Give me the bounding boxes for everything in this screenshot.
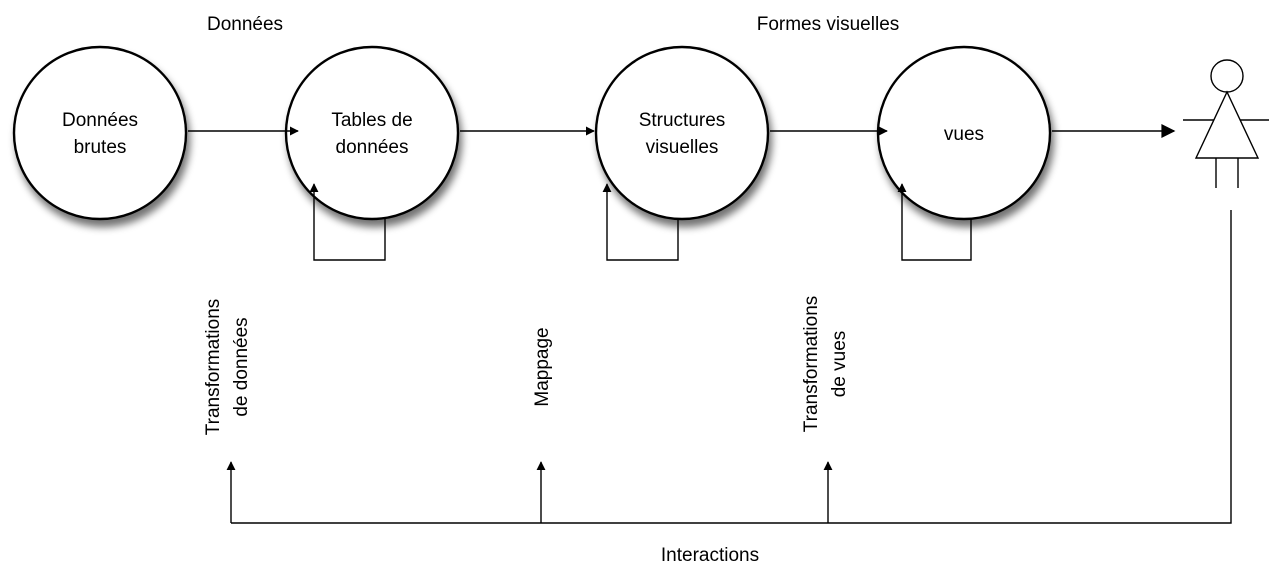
interactions-bus: [231, 210, 1232, 524]
node-visual-structures-line2: visuelles: [646, 137, 719, 158]
node-views: vues: [876, 45, 1052, 221]
label-interactions: Interactions: [661, 545, 759, 566]
label-mapping-line1: Mappage: [532, 327, 553, 406]
label-mapping: Mappage: [532, 327, 553, 406]
loop-visual-structures: [602, 183, 679, 261]
label-data-transformations: Transformations de données: [203, 299, 252, 436]
loop-data-tables: [309, 183, 386, 261]
node-data-tables: Tables de données: [284, 45, 460, 221]
heading-donnees: Données: [207, 14, 283, 35]
label-data-transformations-line1: Transformations: [203, 299, 224, 436]
label-view-transformations-line2: de vues: [829, 331, 850, 398]
user-stick-figure-icon: [1183, 59, 1269, 188]
node-data-tables-line1: Tables de: [331, 110, 412, 131]
label-data-transformations-line2: de données: [231, 317, 252, 416]
node-data-tables-line2: données: [336, 137, 409, 158]
loop-views: [897, 183, 972, 261]
heading-formes-visuelles: Formes visuelles: [757, 14, 900, 35]
node-raw-data-line1: Données: [62, 110, 138, 131]
label-view-transformations-line1: Transformations: [801, 296, 822, 433]
node-raw-data: Données brutes: [12, 45, 188, 221]
node-visual-structures-line1: Structures: [639, 110, 726, 131]
node-visual-structures: Structures visuelles: [594, 45, 770, 221]
label-view-transformations: Transformations de vues: [801, 296, 850, 433]
node-raw-data-line2: brutes: [74, 137, 127, 158]
node-views-line1: vues: [944, 124, 984, 145]
